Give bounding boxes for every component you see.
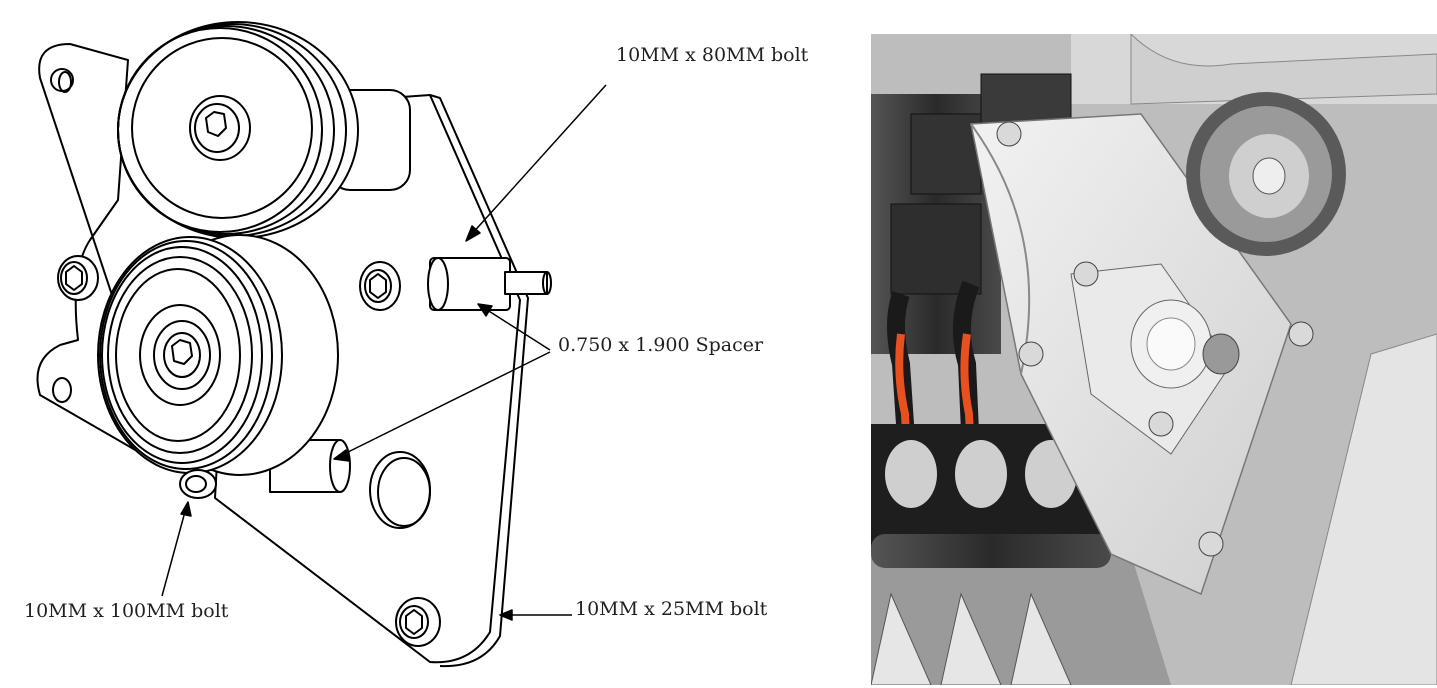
front-plate-edge: [429, 94, 529, 668]
lower-pulley-bolt-icon: [171, 339, 193, 365]
bolt-80-shank: [504, 271, 548, 295]
label-bolt-25mm: 10MM x 25MM bolt: [575, 598, 768, 620]
plate-hole-bottom: [52, 377, 72, 403]
bolt-head-middle: [359, 261, 401, 311]
render-bolt-heads: [996, 121, 1314, 557]
leader-spacer-lower: [339, 351, 551, 457]
leader-lines: [161, 84, 607, 621]
label-spacer: 0.750 x 1.900 Spacer: [558, 334, 764, 356]
spacer-lower-end: [329, 439, 351, 493]
bolt-head-100: [179, 469, 217, 499]
bolt-head-left: [57, 255, 99, 301]
leader-bolt-100: [161, 507, 187, 597]
bolt-80-tip: [542, 271, 552, 295]
bolt-head-bottom: [395, 597, 441, 647]
upper-pulley: [117, 21, 359, 239]
leader-spacer-upper: [483, 307, 551, 351]
front-plate: [214, 94, 521, 664]
engine-block: [871, 554, 1171, 685]
engine-render: [871, 34, 1437, 685]
label-bolt-80mm: 10MM x 80MM bolt: [616, 44, 809, 66]
lower-pulley: [97, 234, 339, 476]
render-side-block: [1290, 333, 1437, 685]
plate-hole-top-inner: [58, 71, 72, 93]
label-bolt-100mm: 10MM x 100MM bolt: [24, 600, 229, 622]
upper-pulley-bolt-icon: [205, 111, 227, 137]
leader-bolt-80: [469, 84, 607, 237]
gasket-holes: [885, 440, 1077, 508]
render-tensioner: [1070, 263, 1240, 455]
fuel-rail: [871, 534, 1111, 568]
render-pulley: [1186, 92, 1346, 256]
spacer-upper-end: [427, 257, 449, 311]
block-fins: [871, 592, 1072, 685]
